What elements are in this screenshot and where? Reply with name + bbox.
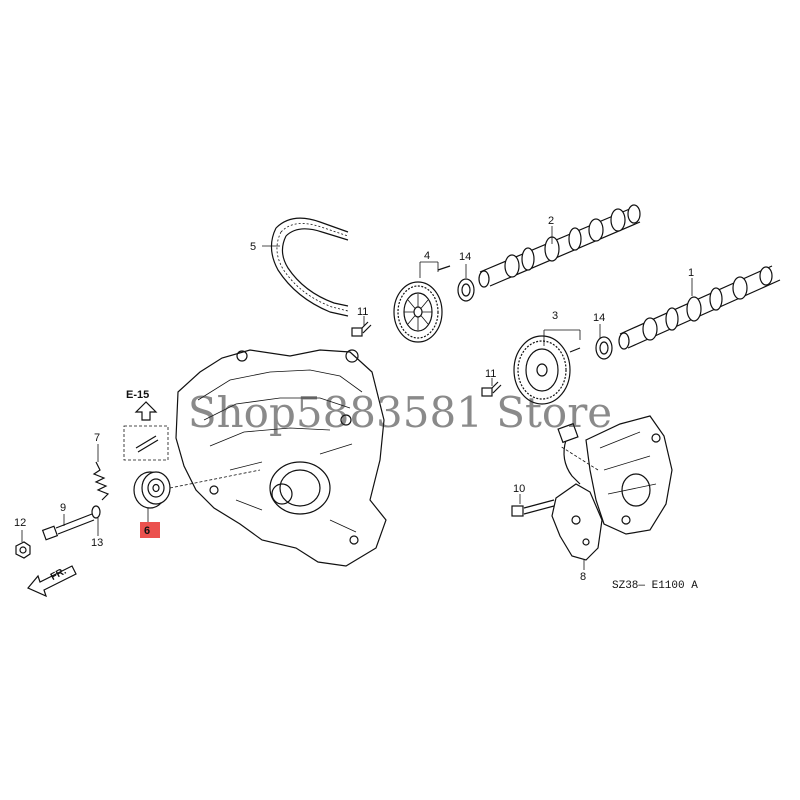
front-label: FR. bbox=[49, 566, 69, 583]
callout-5: 5 bbox=[250, 241, 256, 253]
tensioner-spring bbox=[92, 461, 110, 501]
callout-14-upper: 14 bbox=[459, 251, 471, 263]
callout-numbers: 2 1 5 4 14 11 3 14 11 7 9 10 6 12 13 8 bbox=[14, 215, 694, 583]
highlight-box bbox=[140, 522, 160, 538]
callout-1: 1 bbox=[688, 267, 694, 279]
oil-seal-lower bbox=[595, 336, 613, 360]
reference-e15: E-15 bbox=[123, 389, 169, 461]
callout-14-lower: 14 bbox=[593, 312, 605, 324]
callout-3: 3 bbox=[552, 310, 558, 322]
callout-11-lower: 11 bbox=[485, 368, 496, 380]
bolt-lower bbox=[481, 381, 502, 397]
engine-block-left bbox=[175, 349, 387, 567]
callout-2: 2 bbox=[548, 215, 554, 227]
callout-4: 4 bbox=[424, 250, 430, 262]
camshaft-lower bbox=[618, 265, 781, 350]
reference-label: E-15 bbox=[126, 389, 149, 401]
cam-pulley-upper bbox=[393, 265, 451, 343]
bolt-sensor bbox=[511, 499, 555, 517]
tensioner-pulley bbox=[133, 471, 171, 509]
callout-10: 10 bbox=[513, 483, 525, 495]
camshaft-upper bbox=[478, 204, 641, 288]
bolt-upper bbox=[351, 321, 372, 337]
callout-7: 7 bbox=[94, 432, 100, 444]
washer bbox=[91, 505, 101, 519]
tdc-sensor bbox=[551, 422, 603, 561]
engine-block-right bbox=[585, 415, 673, 535]
diagram-code: SZ38— E1100 A bbox=[612, 580, 698, 592]
callout-12: 12 bbox=[14, 517, 26, 529]
front-direction-arrow: FR. bbox=[27, 565, 77, 598]
leader-lines bbox=[21, 226, 693, 570]
callout-8: 8 bbox=[580, 571, 586, 583]
callout-11-upper: 11 bbox=[357, 306, 368, 318]
nut bbox=[15, 541, 31, 559]
callout-6: 6 bbox=[144, 525, 150, 537]
callout-9: 9 bbox=[60, 502, 66, 514]
callout-13: 13 bbox=[91, 537, 103, 549]
tensioner-bolt bbox=[41, 513, 95, 541]
oil-seal-upper bbox=[457, 278, 475, 302]
timing-belt bbox=[270, 217, 349, 317]
cam-pulley-lower bbox=[513, 335, 581, 405]
